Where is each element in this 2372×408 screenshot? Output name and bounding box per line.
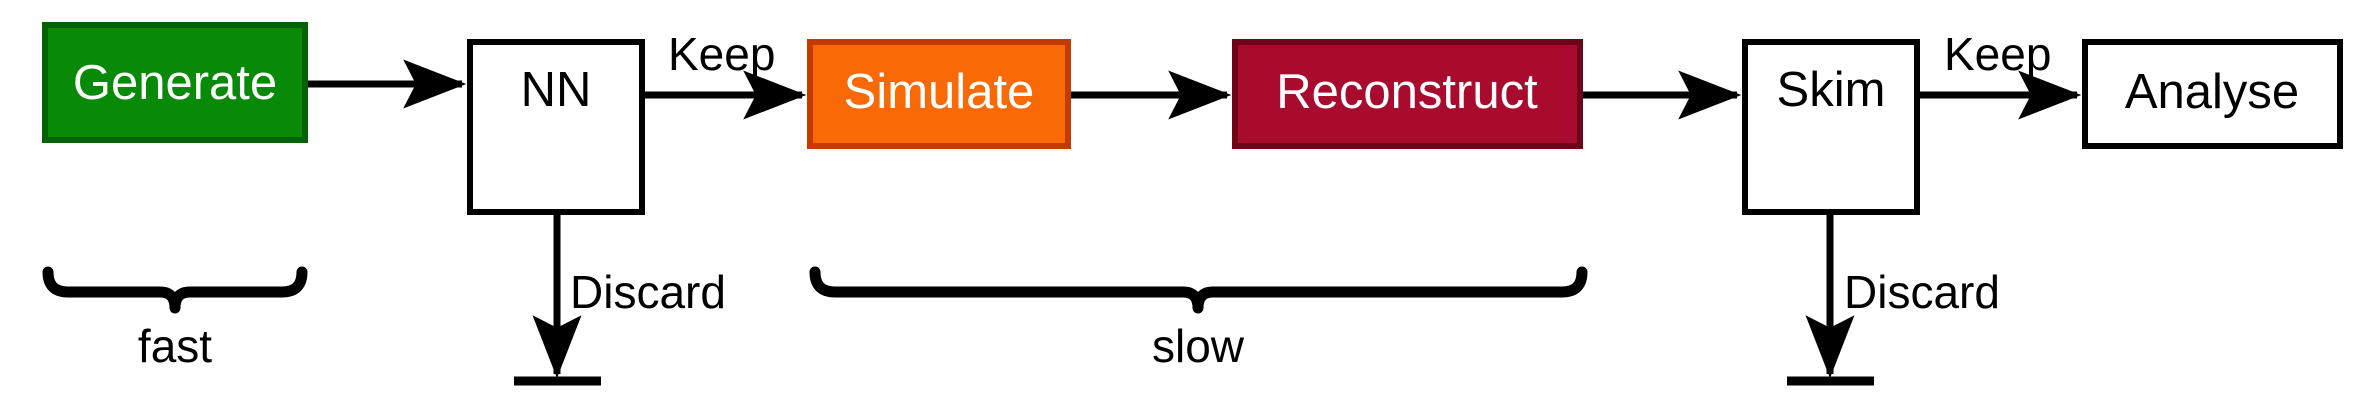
node-nn-label: NN [521,63,592,117]
node-generate[interactable] [42,22,308,143]
node-skim[interactable] [1742,39,1920,215]
node-simulate[interactable] [807,39,1071,149]
brace-fast-label: fast [138,320,212,372]
node-generate-label: Generate [73,56,277,110]
edge-label-keep-1: Keep [668,28,775,80]
node-analyse[interactable] [2082,39,2343,149]
node-skim-label: Skim [1777,63,1886,117]
edge-label-discard-2: Discard [1844,266,2000,318]
node-reconstruct[interactable] [1232,39,1583,149]
edge-label-discard-1: Discard [570,266,726,318]
brace-slow [809,266,1588,314]
node-simulate-label: Simulate [844,65,1035,119]
node-analyse-label: Analyse [2125,65,2299,119]
node-reconstruct-label: Reconstruct [1276,65,1538,119]
brace-fast [42,266,308,314]
edge-label-keep-2: Keep [1944,28,2051,80]
node-nn[interactable] [467,39,645,215]
brace-slow-label: slow [1152,320,1245,372]
